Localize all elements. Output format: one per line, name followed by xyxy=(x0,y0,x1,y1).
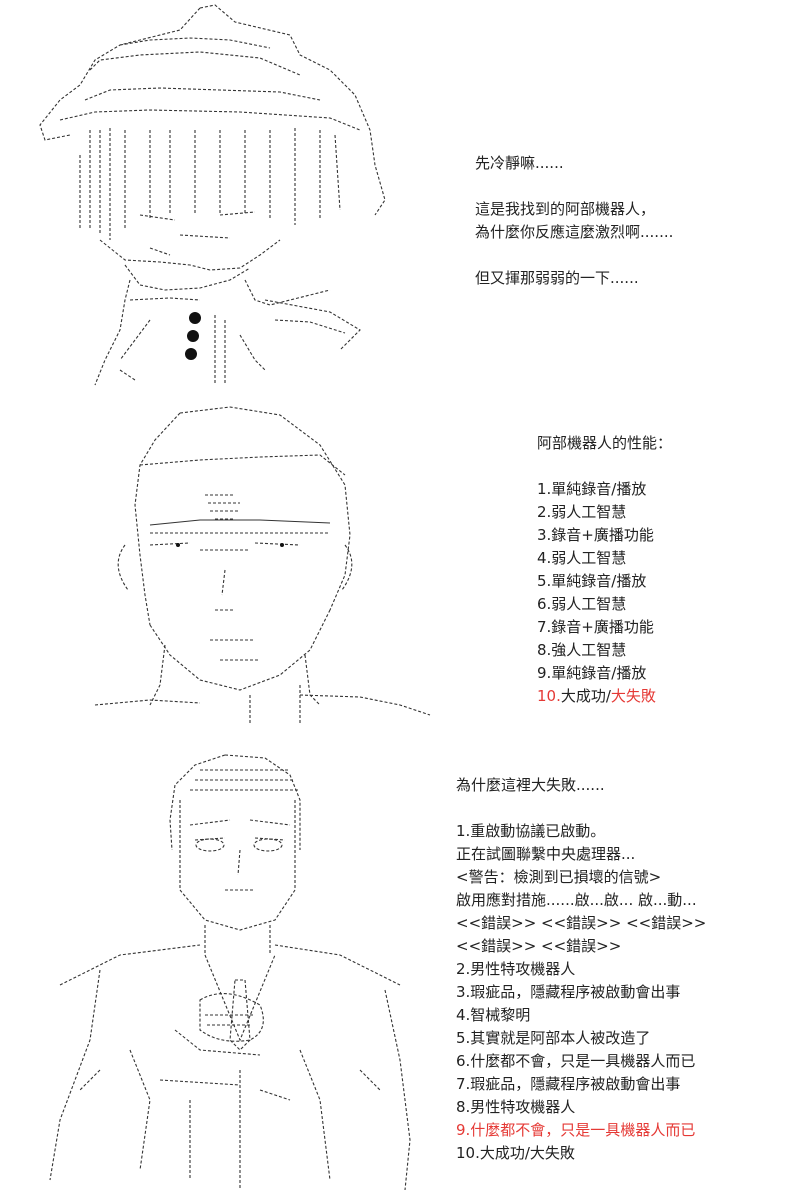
dialogue-line: 但又揮那弱弱的一下...... xyxy=(475,269,639,287)
panel-1: 先冷靜嘛...... 這是我找到的阿部機器人， 為什麼你反應這麼激烈啊.....… xyxy=(0,0,800,395)
list-item: 4.弱人工智慧 xyxy=(537,549,627,567)
log-line: <警告：檢測到已損壞的信號> xyxy=(456,868,662,886)
list-item: 5.單純錄音/播放 xyxy=(537,572,647,590)
list-item: 7.錄音+廣播功能 xyxy=(537,618,654,636)
panel-3: 為什麼這裡大失敗...... 1.重啟動協議已啟動。 正在試圖聯繫中央處理器..… xyxy=(0,740,800,1200)
list-item-final-number: 10. xyxy=(537,687,561,705)
log-line: 8.男性特攻機器人 xyxy=(456,1098,576,1116)
list-item: 8.強人工智慧 xyxy=(537,641,627,659)
list-item-final-part2: 大失敗 xyxy=(610,687,656,705)
list-item: 1.單純錄音/播放 xyxy=(537,480,647,498)
log-line: 2.男性特攻機器人 xyxy=(456,960,576,978)
list-item: 2.弱人工智慧 xyxy=(537,503,627,521)
list-item: 3.錄音+廣播功能 xyxy=(537,526,654,544)
log-line: 1.重啟動協議已啟動。 xyxy=(456,822,606,840)
dialogue-line: 先冷靜嘛...... xyxy=(475,154,564,172)
log-line-highlighted: 9.什麼都不會，只是一具機器人而已 xyxy=(456,1121,696,1139)
list-item-final: 10.大成功/大失敗 xyxy=(537,685,672,708)
log-line: 啟用應對措施......啟...啟... 啟...動... xyxy=(456,891,697,909)
dialogue-line: 為什麼你反應這麼激烈啊....... xyxy=(475,223,674,241)
log-line: 7.瑕疵品，隱藏程序被啟動會出事 xyxy=(456,1075,681,1093)
panel-1-dialogue: 先冷靜嘛...... 這是我找到的阿部機器人， 為什麼你反應這麼激烈啊.....… xyxy=(475,152,673,290)
log-line: 正在試圖聯繫中央處理器... xyxy=(456,845,636,863)
log-line: 4.智械黎明 xyxy=(456,1006,531,1024)
log-line-final: 10.大成功/大失敗 xyxy=(456,1144,575,1162)
log-line: 5.其實就是阿部本人被改造了 xyxy=(456,1029,651,1047)
log-line: 6.什麼都不會，只是一具機器人而已 xyxy=(456,1052,696,1070)
panel-2: 阿部機器人的性能： 1.單純錄音/播放 2.弱人工智慧 3.錄音+廣播功能 4.… xyxy=(0,395,800,740)
list-title: 阿部機器人的性能： xyxy=(537,434,673,452)
log-line: <<錯誤>> <<錯誤>> xyxy=(456,937,622,955)
ascii-art-character-2 xyxy=(94,406,431,725)
ascii-art-character-1 xyxy=(39,4,386,386)
list-item: 9.單純錄音/播放 xyxy=(537,664,647,682)
log-line: 3.瑕疵品，隱藏程序被啟動會出事 xyxy=(456,983,681,1001)
list-item-final-part1: 大成功/ xyxy=(560,687,611,705)
panel-3-failure-log: 為什麼這裡大失敗...... 1.重啟動協議已啟動。 正在試圖聯繫中央處理器..… xyxy=(456,774,706,1165)
log-title: 為什麼這裡大失敗...... xyxy=(456,776,605,794)
panel-2-performance-list: 阿部機器人的性能： 1.單純錄音/播放 2.弱人工智慧 3.錄音+廣播功能 4.… xyxy=(537,432,672,708)
ascii-art-character-3 xyxy=(49,754,411,1191)
log-line: <<錯誤>> <<錯誤>> <<錯誤>> xyxy=(456,914,707,932)
dialogue-line: 這是我找到的阿部機器人， xyxy=(475,200,656,218)
list-item: 6.弱人工智慧 xyxy=(537,595,627,613)
